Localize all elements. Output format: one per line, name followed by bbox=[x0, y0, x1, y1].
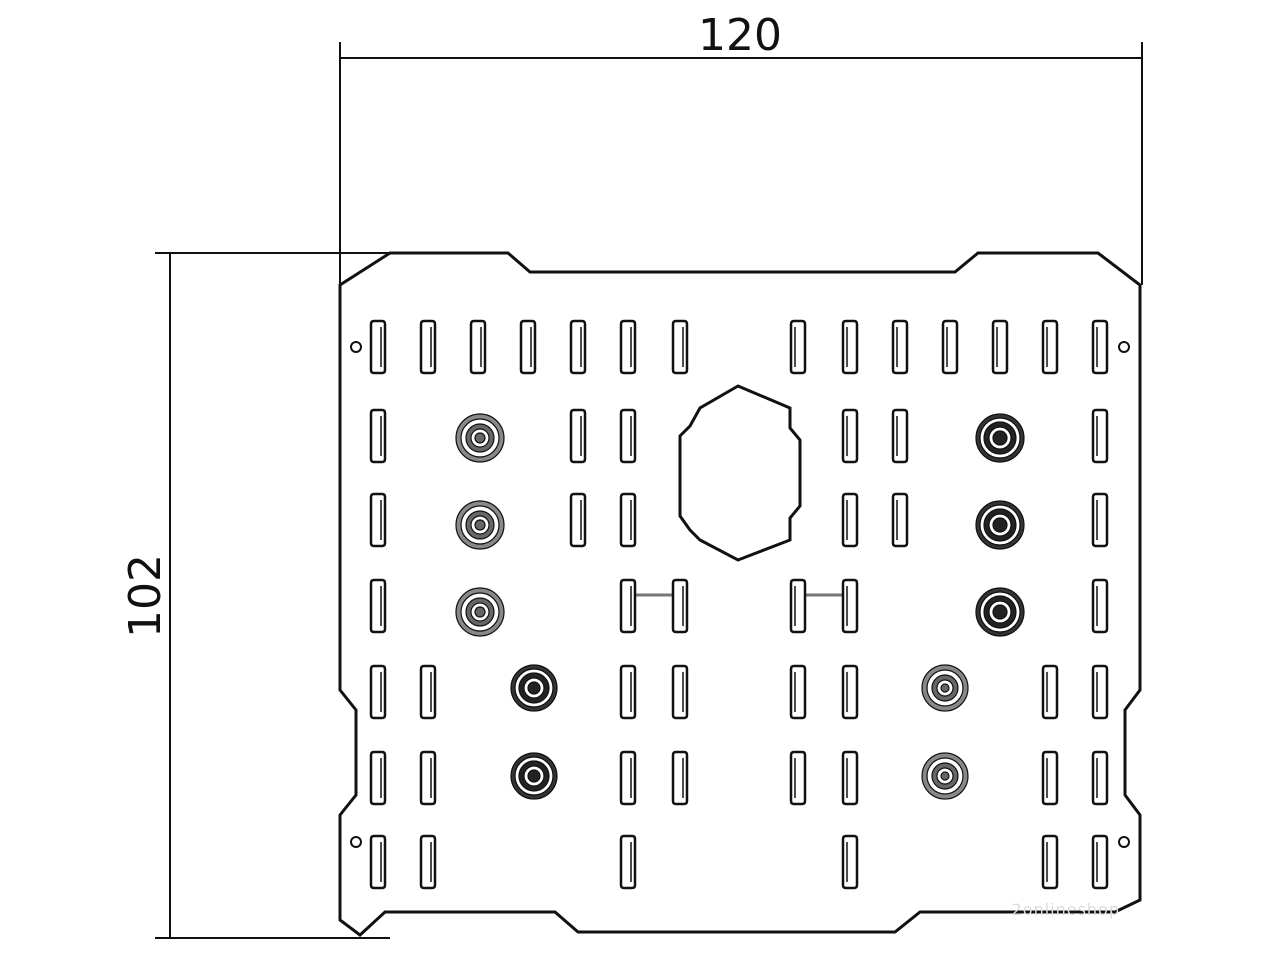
mounting-dot bbox=[350, 341, 362, 353]
vent-slot bbox=[1091, 834, 1109, 890]
vent-slot bbox=[619, 408, 637, 464]
vent-slot bbox=[369, 578, 387, 634]
vent-slot bbox=[469, 319, 487, 375]
vent-slot bbox=[569, 319, 587, 375]
vent-slot bbox=[619, 492, 637, 548]
vent-slot bbox=[671, 664, 689, 720]
vent-slot bbox=[671, 319, 689, 375]
standoffs bbox=[455, 413, 1025, 800]
mounting-dot bbox=[1118, 836, 1130, 848]
standoff bbox=[455, 587, 505, 637]
vent-slot bbox=[841, 834, 859, 890]
standoff bbox=[510, 664, 558, 712]
vent-slot bbox=[369, 750, 387, 806]
vent-slot bbox=[841, 408, 859, 464]
mounting-dots bbox=[350, 341, 1130, 848]
vent-slot bbox=[619, 664, 637, 720]
vent-slot bbox=[569, 408, 587, 464]
vent-slot bbox=[789, 664, 807, 720]
vent-slot bbox=[569, 492, 587, 548]
vent-slot bbox=[369, 664, 387, 720]
vent-slot bbox=[1091, 408, 1109, 464]
mounting-dot bbox=[350, 836, 362, 848]
watermark: 2onlineshop bbox=[1012, 900, 1120, 919]
standoff bbox=[975, 587, 1025, 637]
vent-slot bbox=[519, 319, 537, 375]
standoff bbox=[455, 413, 505, 463]
width-dimension: 120 bbox=[339, 10, 1143, 285]
standoff bbox=[455, 500, 505, 550]
height-dimension: 102 bbox=[120, 252, 500, 939]
vent-slot bbox=[1091, 750, 1109, 806]
vent-slot bbox=[369, 492, 387, 548]
vent-slot bbox=[619, 319, 637, 375]
standoff bbox=[510, 752, 558, 800]
vent-slot bbox=[1041, 834, 1059, 890]
vent-slot bbox=[891, 408, 909, 464]
vent-slot bbox=[1091, 319, 1109, 375]
vent-slot bbox=[369, 408, 387, 464]
vent-slot bbox=[419, 664, 437, 720]
vent-slot bbox=[841, 319, 859, 375]
center-cutout bbox=[678, 384, 802, 562]
vent-slot bbox=[619, 834, 637, 890]
vent-slot bbox=[891, 492, 909, 548]
vent-slot bbox=[671, 750, 689, 806]
plate-outline bbox=[338, 251, 1142, 937]
vent-slot bbox=[841, 664, 859, 720]
mounting-dot bbox=[1118, 341, 1130, 353]
vent-slot bbox=[369, 834, 387, 890]
vent-slot bbox=[671, 578, 689, 634]
vent-slot bbox=[419, 750, 437, 806]
vent-slot bbox=[841, 578, 859, 634]
vent-slot bbox=[1041, 750, 1059, 806]
vent-slot bbox=[619, 750, 637, 806]
vent-slot bbox=[841, 492, 859, 548]
height-label: 102 bbox=[120, 554, 171, 638]
vent-slot bbox=[1091, 578, 1109, 634]
vent-slot bbox=[841, 750, 859, 806]
vent-slot bbox=[1041, 664, 1059, 720]
vent-slot bbox=[1091, 492, 1109, 548]
standoff bbox=[975, 413, 1025, 463]
vent-slot bbox=[619, 578, 637, 634]
ventilation-slots bbox=[369, 319, 1109, 890]
vent-slot bbox=[991, 319, 1009, 375]
standoff bbox=[921, 752, 969, 800]
standoff bbox=[975, 500, 1025, 550]
vent-slot bbox=[789, 578, 807, 634]
standoff bbox=[921, 664, 969, 712]
vent-slot bbox=[789, 319, 807, 375]
vent-slot bbox=[1091, 664, 1109, 720]
vent-slot bbox=[891, 319, 909, 375]
vent-slot bbox=[941, 319, 959, 375]
vent-slot bbox=[419, 834, 437, 890]
width-label: 120 bbox=[698, 10, 782, 61]
vent-slot bbox=[369, 319, 387, 375]
vent-slot bbox=[1041, 319, 1059, 375]
vent-slot bbox=[789, 750, 807, 806]
vent-slot bbox=[419, 319, 437, 375]
